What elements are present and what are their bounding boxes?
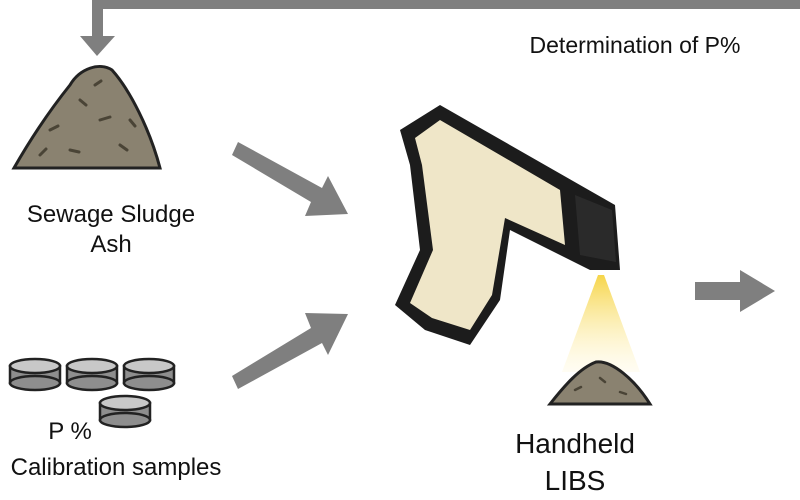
laser-beam xyxy=(562,275,640,372)
device-label-line2: LIBS xyxy=(544,465,606,496)
sewage-label-line2: Ash xyxy=(90,231,132,258)
arrow-ash-to-device xyxy=(232,142,348,216)
device-label-line1: Handheld xyxy=(515,428,635,459)
arrow-calibration-to-device xyxy=(232,313,348,389)
calibration-discs-icon xyxy=(8,357,176,429)
feedback-label: Determination of P% xyxy=(529,32,741,58)
sewage-label-line1: Sewage Sludge xyxy=(26,201,196,228)
calibration-percent-label: P % xyxy=(48,418,92,445)
sample-pile-icon xyxy=(546,360,653,406)
ash-pile-icon xyxy=(11,65,162,170)
calibration-label: Calibration samples xyxy=(10,454,222,481)
handheld-libs-device-icon xyxy=(395,105,620,345)
feedback-arrow xyxy=(80,0,800,56)
output-arrow xyxy=(695,270,775,312)
